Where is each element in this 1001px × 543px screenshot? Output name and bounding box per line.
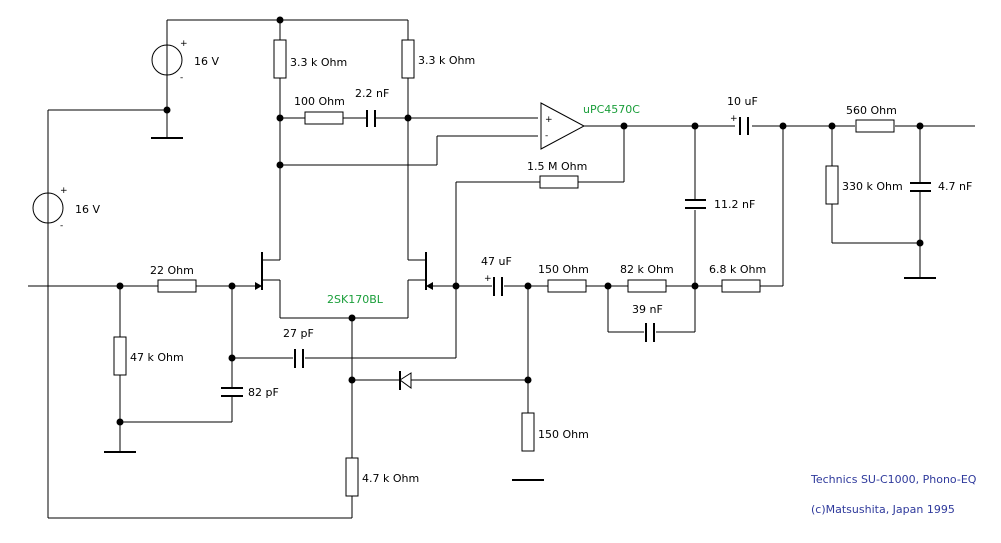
label-r-drain-left: 3.3 k Ohm [290,56,347,69]
label-c-11n2: 11.2 nF [714,198,755,211]
label-c-47u: 47 uF [481,255,512,268]
label-r-drain-right: 3.3 k Ohm [418,54,475,67]
resistor-drain-right [401,39,415,79]
resistor-1m5 [539,175,579,189]
label-r-47k: 47 k Ohm [130,351,184,364]
resistor-4k7 [345,457,359,497]
svg-text:-: - [545,131,548,141]
capacitor-11n2 [685,199,706,210]
capacitor-82p [221,387,243,397]
label-r-4k7: 4.7 k Ohm [362,472,419,485]
resistor-150-shunt [521,412,535,452]
jfet-pair: 2SK170BL [255,252,433,306]
label-c-2n2: 2.2 nF [355,87,389,100]
svg-text:+: + [484,274,492,284]
footer-copyright: (c)Matsushita, Japan 1995 [811,503,955,516]
resistor-drain-left [273,39,287,79]
supply-left: + - 16 V [32,186,100,231]
label-r-1m5: 1.5 M Ohm [527,160,587,173]
resistor-330k [825,165,839,205]
label-r-22: 22 Ohm [150,264,194,277]
footer: Technics SU-C1000, Phono-EQ (c)Matsushit… [810,473,977,516]
component-labels: 3.3 k Ohm 3.3 k Ohm 100 Ohm 2.2 nF 1.5 M… [130,54,972,485]
svg-text:+: + [545,115,553,125]
label-r-150-shunt: 150 Ohm [538,428,589,441]
label-r-150-series: 150 Ohm [538,263,589,276]
opamp-part-label: uPC4570C [583,103,640,116]
supply-left-label: 16 V [75,203,100,216]
label-r-82k: 82 k Ohm [620,263,674,276]
supply-top-label: 16 V [194,55,219,68]
svg-text:+: + [730,114,738,124]
resistor-47k [113,336,127,376]
resistors [113,39,895,497]
svg-text:-: - [60,221,63,231]
capacitor-10u: + [730,114,750,135]
capacitor-2n2 [366,110,376,127]
capacitor-4n7 [910,182,931,192]
label-r-100: 100 Ohm [294,95,345,108]
svg-text:-: - [180,73,183,83]
svg-text:+: + [60,186,68,196]
label-c-10u: 10 uF [727,95,758,108]
resistor-6k8 [721,279,761,293]
supply-top: + - 16 V [151,39,219,83]
capacitor-39n [644,323,656,342]
capacitors: + + [221,110,931,397]
label-r-6k8: 6.8 k Ohm [709,263,766,276]
resistor-22 [157,279,197,293]
label-c-4n7: 4.7 nF [938,180,972,193]
junction-dots [116,16,924,426]
opamp: + - uPC4570C [540,102,640,150]
resistor-150-series [547,279,587,293]
resistor-560 [855,119,895,133]
label-c-39n: 39 nF [632,303,663,316]
resistor-82k [627,279,667,293]
label-c-27p: 27 pF [283,327,314,340]
svg-text:+: + [180,39,188,49]
fet-part-label: 2SK170BL [327,293,384,306]
label-r-330k: 330 k Ohm [842,180,903,193]
resistor-100 [304,111,344,125]
capacitor-47u: + [484,274,504,296]
capacitor-27p [293,349,305,368]
diode [399,371,412,390]
label-c-82p: 82 pF [248,386,279,399]
footer-title: Technics SU-C1000, Phono-EQ [810,473,977,486]
label-r-560: 560 Ohm [846,104,897,117]
grounds [104,137,936,481]
